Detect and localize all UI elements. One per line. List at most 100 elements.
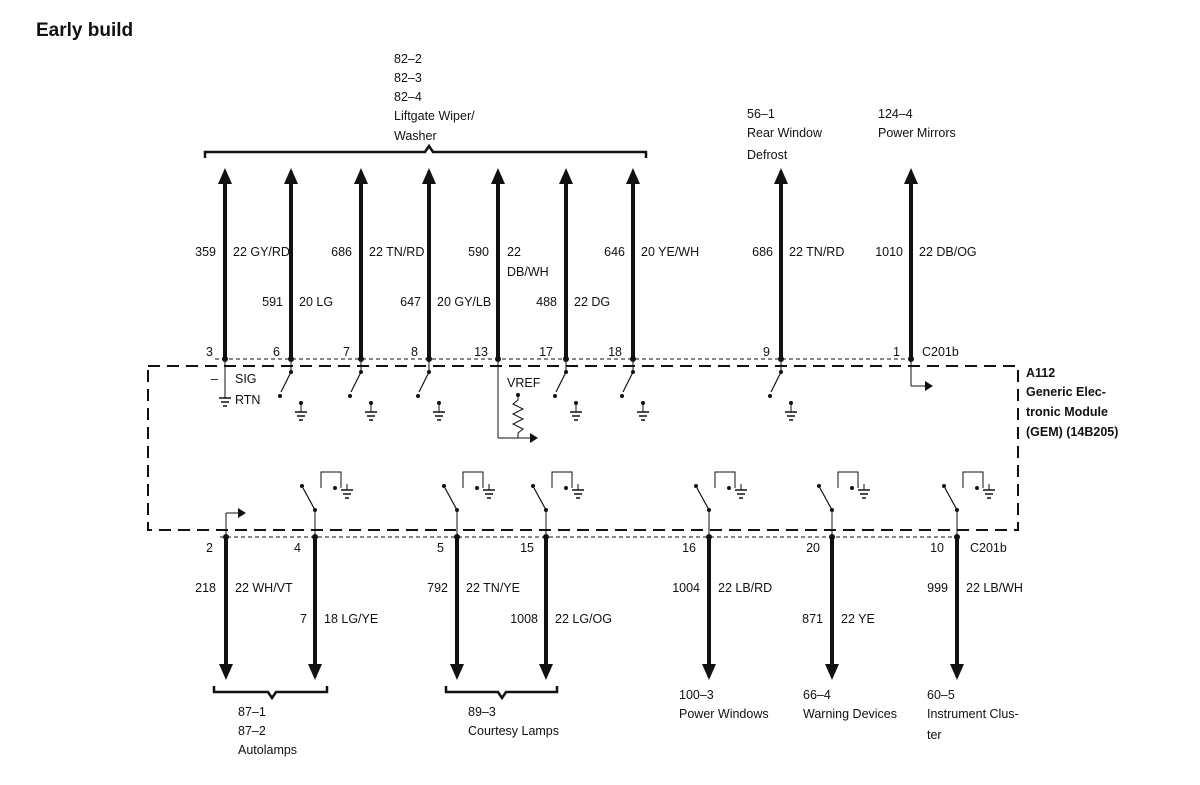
switch-to-ground-icon (531, 471, 584, 537)
wire-color: 22 TN/RD (789, 245, 844, 259)
arrow-up-icon (354, 168, 368, 184)
pin-dot (495, 356, 501, 362)
rtn-label: RTN (235, 393, 260, 407)
wire-color: 22 DB/OG (919, 245, 977, 259)
circuit-number: 999 (927, 581, 948, 595)
destination-line: 82–3 (394, 71, 422, 85)
pin-number: 8 (411, 345, 418, 359)
liftgate-group-brace (203, 143, 648, 158)
wire-color: 22 TN/YE (466, 581, 520, 595)
destination-line: Power Windows (679, 707, 769, 721)
destination-line: Autolamps (238, 743, 297, 757)
sig-label: SIG (235, 372, 257, 386)
destination-line: Rear Window (747, 126, 823, 140)
arrow-up-icon (626, 168, 640, 184)
wire-color: 22 WH/VT (235, 581, 293, 595)
pin-dot (222, 356, 228, 362)
arrow-down-icon (950, 664, 964, 680)
wire-color: 20 LG (299, 295, 333, 309)
wire-color: 22 (507, 245, 521, 259)
connector-top-label: C201b (922, 345, 959, 359)
pin-number: 3 (206, 345, 213, 359)
top-destinations: 82–2 82–3 82–4 Liftgate Wiper/ Washer 56… (394, 52, 956, 162)
wire-color: 22 GY/RD (233, 245, 290, 259)
pin-2-internal (225, 508, 246, 537)
circuit-number: 7 (300, 612, 307, 626)
pin-dot (630, 356, 636, 362)
destination-line: 66–4 (803, 688, 831, 702)
arrow-up-icon (491, 168, 505, 184)
destination-line: Instrument Clus- (927, 707, 1019, 721)
wire-color: 22 YE (841, 612, 875, 626)
pin-number: 9 (763, 345, 770, 359)
module-id: A112 (1026, 366, 1055, 380)
circuit-number: 1008 (510, 612, 538, 626)
vref-resistor: VREF (497, 361, 541, 443)
circuit-number: 591 (262, 295, 283, 309)
circuit-number: 647 (400, 295, 421, 309)
courtesy-group-brace (444, 686, 559, 701)
destination-line: 60–5 (927, 688, 955, 702)
arrow-up-icon (904, 168, 918, 184)
arrow-up-icon (774, 168, 788, 184)
pin-dot (426, 356, 432, 362)
pin-number: 5 (437, 541, 444, 555)
arrow-down-icon (308, 664, 322, 680)
switch-to-ground-icon (300, 471, 353, 537)
sig-rtn-ground: – SIG RTN (211, 361, 260, 407)
destination-line: Warning Devices (803, 707, 897, 721)
arrow-down-icon (825, 664, 839, 680)
pin-number: 16 (682, 541, 696, 555)
autolamps-group-brace (212, 686, 329, 701)
arrow-up-icon (422, 168, 436, 184)
arrow-down-icon (539, 664, 553, 680)
bottom-switches (300, 471, 995, 537)
module-name-line-3: (GEM) (14B205) (1026, 425, 1118, 439)
wire-color: 20 YE/WH (641, 245, 699, 259)
top-switches (278, 361, 797, 421)
pin-number: 10 (930, 541, 944, 555)
circuit-number: 590 (468, 245, 489, 259)
arrow-down-icon (450, 664, 464, 680)
destination-line: Courtesy Lamps (468, 724, 559, 738)
connector-bottom-label: C201b (970, 541, 1007, 555)
sig-minus: – (211, 372, 218, 386)
destination-line: 89–3 (468, 705, 496, 719)
wire-color-line-2: DB/WH (507, 265, 549, 279)
bottom-wires (219, 534, 964, 680)
pin-dot (908, 356, 914, 362)
module-name-line-2: tronic Module (1026, 405, 1108, 419)
circuit-number: 488 (536, 295, 557, 309)
arrow-up-icon (559, 168, 573, 184)
wire-color: 22 TN/RD (369, 245, 424, 259)
circuit-number: 871 (802, 612, 823, 626)
pin-dot (563, 356, 569, 362)
module-name-line-1: Generic Elec- (1026, 385, 1106, 399)
destination-line: 100–3 (679, 688, 714, 702)
pin-number: 7 (343, 345, 350, 359)
wire-color: 22 LG/OG (555, 612, 612, 626)
switch-to-ground-icon (278, 361, 307, 421)
switch-to-ground-icon (817, 471, 870, 537)
arrow-down-icon (702, 664, 716, 680)
switch-to-ground-icon (942, 471, 995, 537)
destination-line: 82–4 (394, 90, 422, 104)
destination-line: Washer (394, 129, 437, 143)
destination-line: 82–2 (394, 52, 422, 66)
top-wire-labels: 359 22 GY/RD 3 591 20 LG 6 686 22 TN/RD … (195, 245, 977, 359)
arrow-down-icon (219, 664, 233, 680)
circuit-number: 646 (604, 245, 625, 259)
switch-to-ground-icon (442, 471, 495, 537)
destination-line: Liftgate Wiper/ (394, 109, 475, 123)
bottom-wire-labels: 2 218 22 WH/VT 4 7 18 LG/YE 5 792 22 TN/… (195, 541, 1023, 626)
vref-label: VREF (507, 376, 541, 390)
circuit-number: 1010 (875, 245, 903, 259)
circuit-number: 792 (427, 581, 448, 595)
destination-line: 124–4 (878, 107, 913, 121)
circuit-number: 1004 (672, 581, 700, 595)
switch-to-ground-icon (416, 361, 445, 421)
wire-color: 18 LG/YE (324, 612, 378, 626)
switch-to-ground-icon (768, 361, 797, 421)
pin-number: 2 (206, 541, 213, 555)
